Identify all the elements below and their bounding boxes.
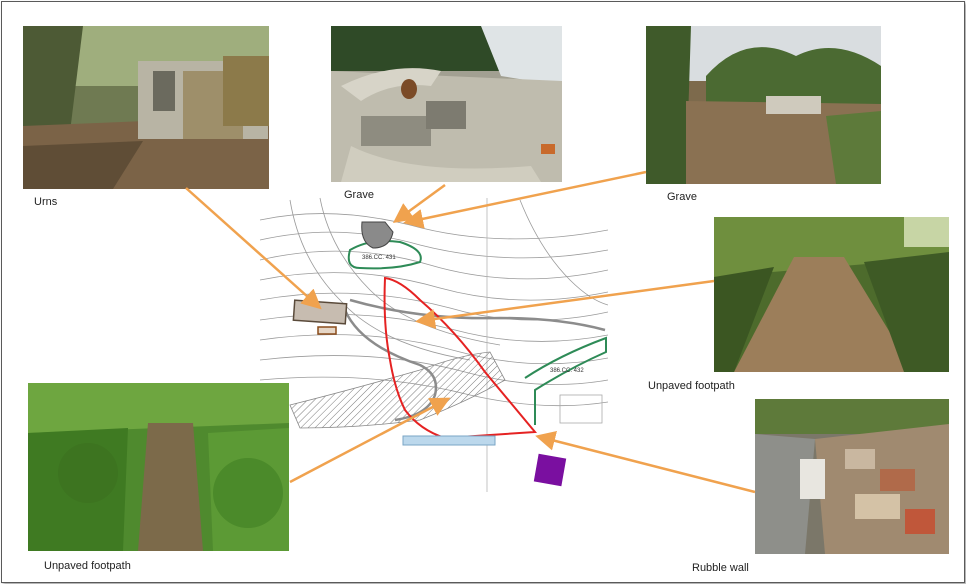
urns-caption: Urns xyxy=(34,196,58,208)
footpath-right-photo xyxy=(714,217,949,372)
grave-right-photo xyxy=(646,26,881,184)
footpath-left-caption: Unpaved footpath xyxy=(44,560,131,572)
rubble-wall-photo xyxy=(755,399,949,554)
rubble-wall-caption: Rubble wall xyxy=(692,562,749,574)
footpath-left-photo xyxy=(28,383,289,551)
urns-photo xyxy=(23,26,269,189)
grave-center-caption: Grave xyxy=(344,189,374,201)
grave-right-caption: Grave xyxy=(667,191,697,203)
footpath-right-caption: Unpaved footpath xyxy=(648,380,735,392)
grave-center-photo xyxy=(331,26,562,182)
